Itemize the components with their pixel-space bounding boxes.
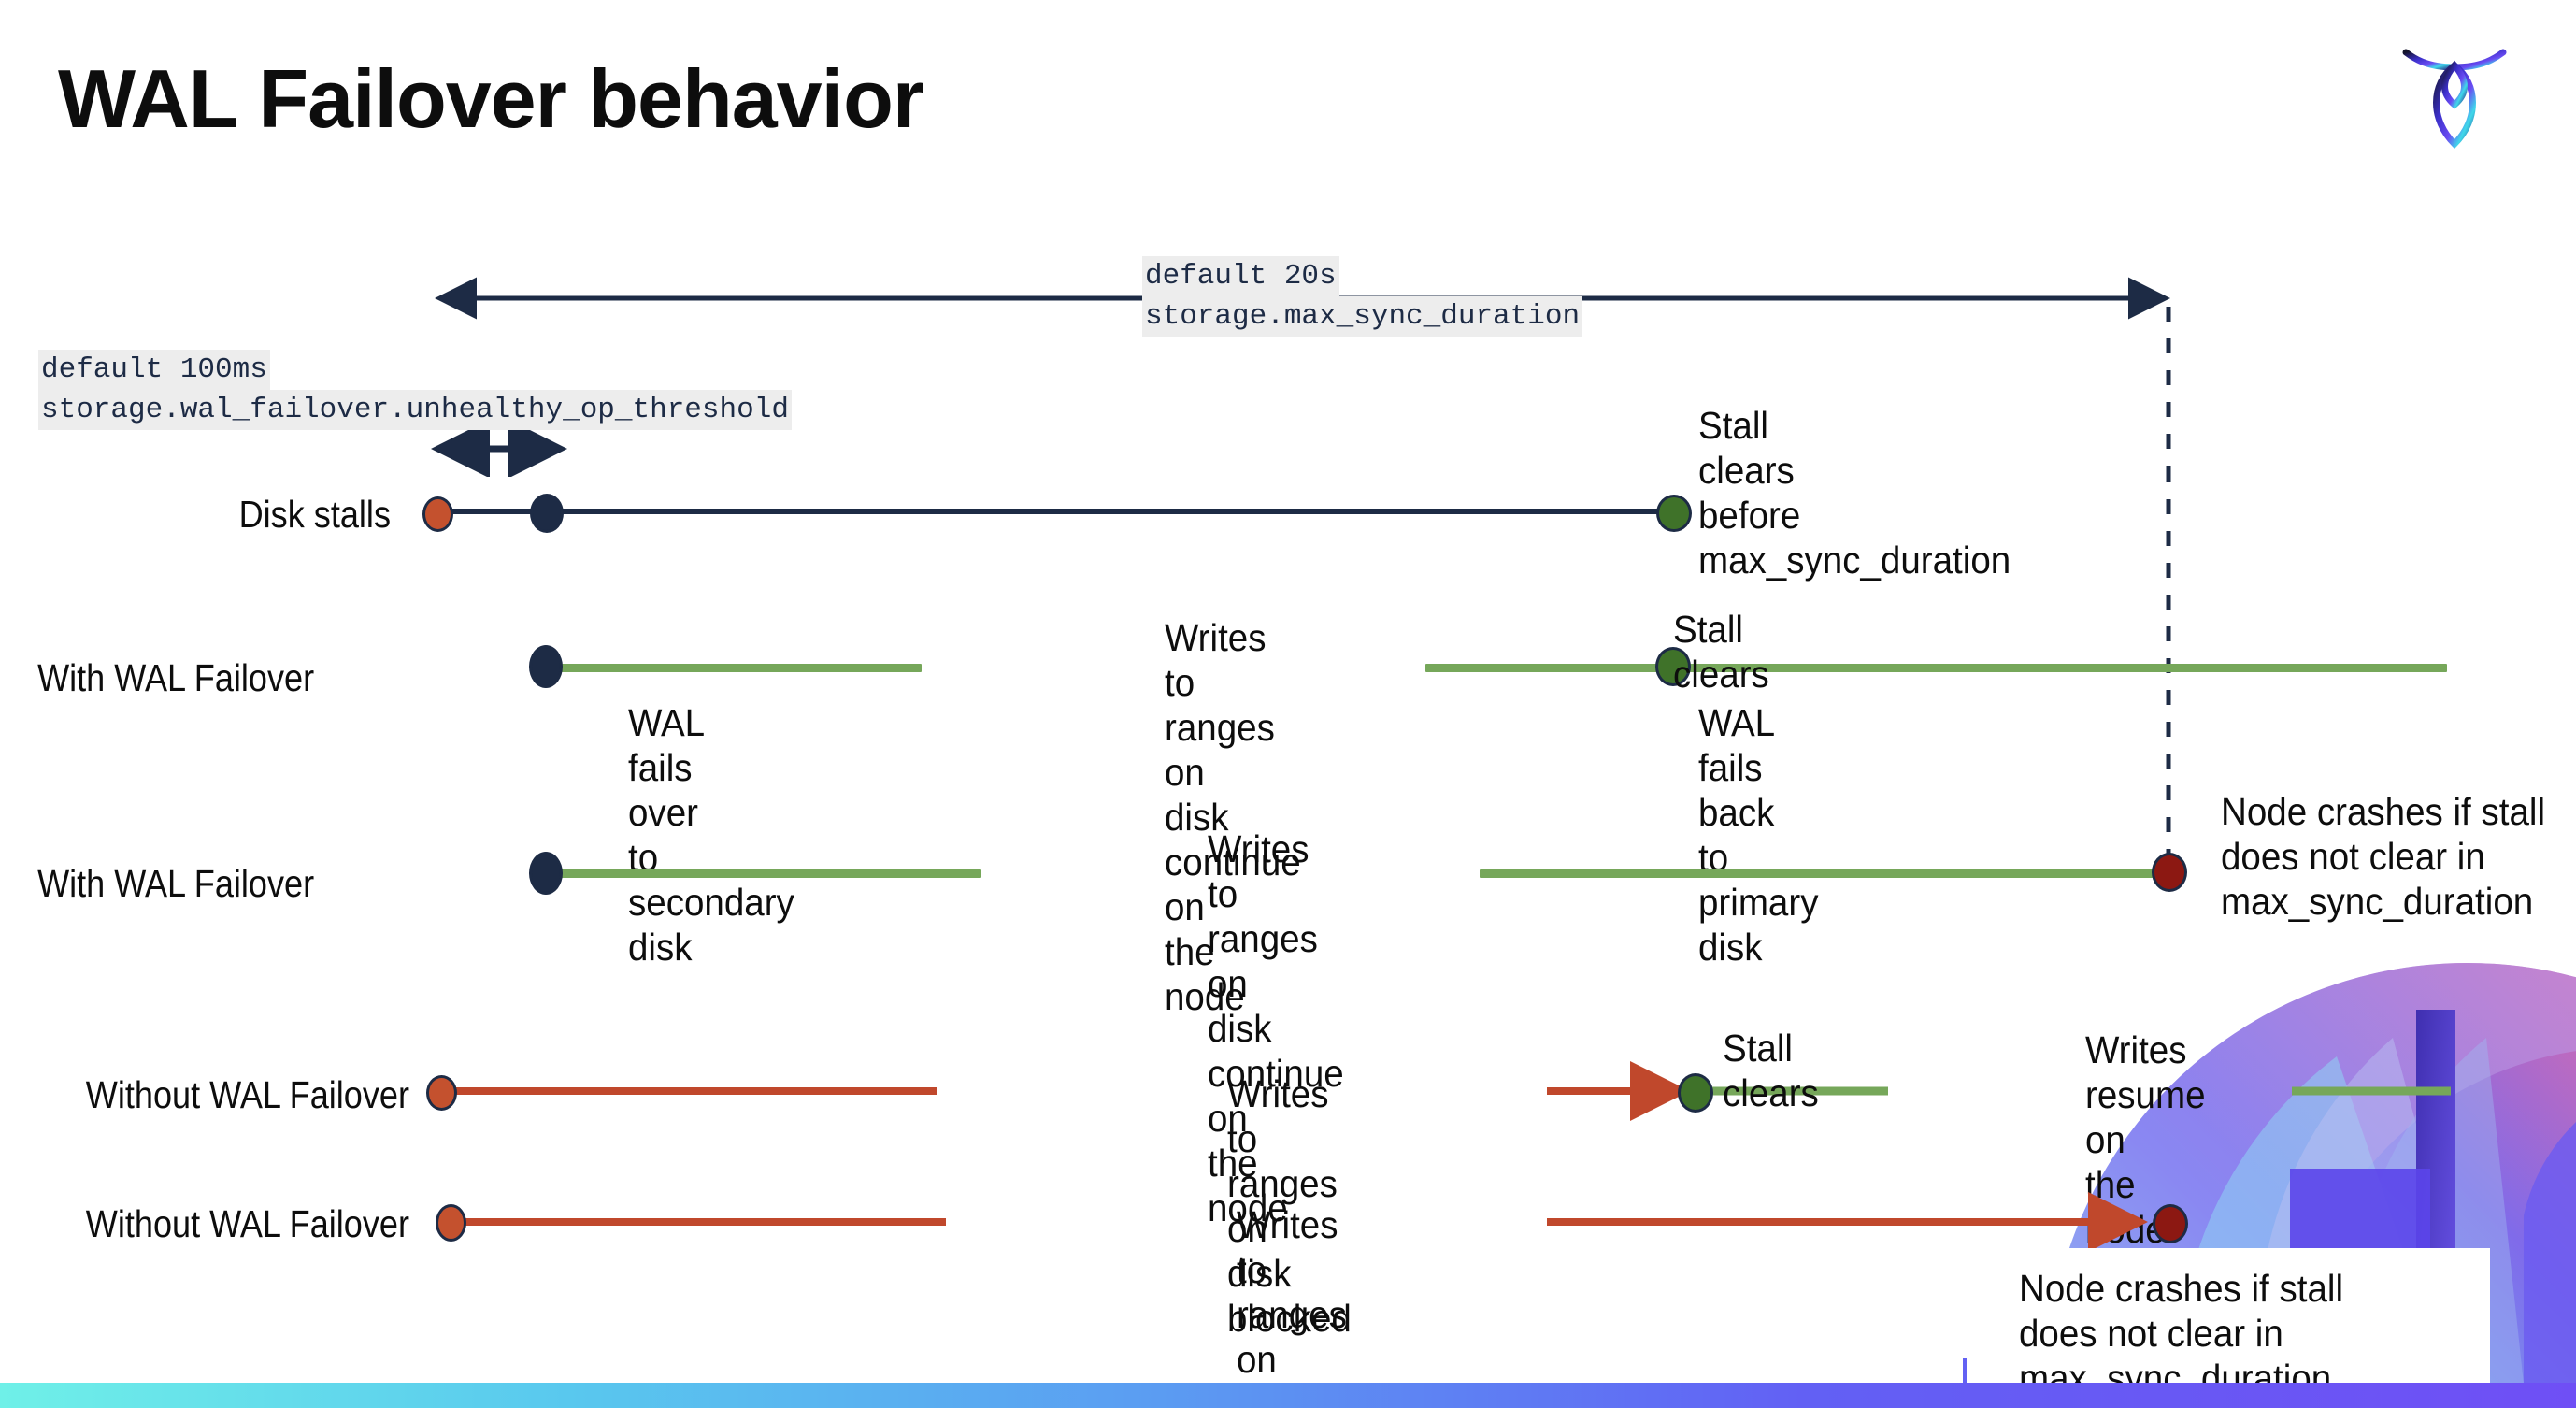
bottom-gradient-bar (0, 1383, 2576, 1408)
note-node-crashes-1: Node crashes if stall does not clear in … (2221, 790, 2546, 923)
row-label-with-wal-failover-1: With WAL Failover (37, 656, 315, 699)
code-default-100ms: default 100ms (38, 350, 270, 391)
row-label-disk-stalls: Disk stalls (238, 493, 391, 536)
wal-failover-1-start-dot (529, 645, 563, 688)
without-failover-1-start-dot (426, 1075, 457, 1111)
bottom-callout-box (1967, 1248, 2490, 1408)
without-failover-1-clear-dot (1678, 1073, 1713, 1113)
wal-failover-2-segment-a (548, 869, 981, 878)
wal-failover-2-segment-b (1480, 869, 2178, 878)
row-label-with-wal-failover-2: With WAL Failover (37, 862, 315, 905)
code-default-20s: default 20s (1142, 256, 1339, 297)
code-storage-wal-failover-unhealthy-op-threshold: storage.wal_failover.unhealthy_op_thresh… (38, 390, 792, 431)
without-failover-2-start-dot (436, 1204, 466, 1242)
note-node-crashes-2: Node crashes if stall does not clear in … (2019, 1267, 2344, 1400)
disk-stall-threshold-dot (530, 494, 564, 533)
code-storage-max-sync-duration: storage.max_sync_duration (1142, 296, 1583, 338)
wal-failover-2-start-dot (529, 852, 563, 895)
without-wal-failover-2-timeline (460, 1192, 2148, 1252)
wal-failover-1-segment-a (548, 664, 922, 672)
without-failover-2-crash-dot (2153, 1204, 2188, 1243)
disk-stall-start-dot (422, 496, 453, 532)
wal-failover-1-clear-dot (1655, 647, 1691, 686)
cockroach-logo-icon (2389, 30, 2520, 161)
wal-failover-1-segment-b (1425, 664, 2447, 672)
wal-failover-2-crash-dot (2152, 853, 2187, 892)
max-sync-duration-dashed-guide (2166, 467, 2171, 877)
disk-stalls-timeline (437, 509, 1673, 514)
row-label-without-wal-failover-1: Without WAL Failover (85, 1073, 410, 1116)
without-wal-failover-1-timeline (452, 1061, 2451, 1121)
row-label-without-wal-failover-2: Without WAL Failover (85, 1202, 410, 1245)
disk-stall-clear-dot (1656, 495, 1692, 532)
page-title: WAL Failover behavior (58, 52, 924, 145)
